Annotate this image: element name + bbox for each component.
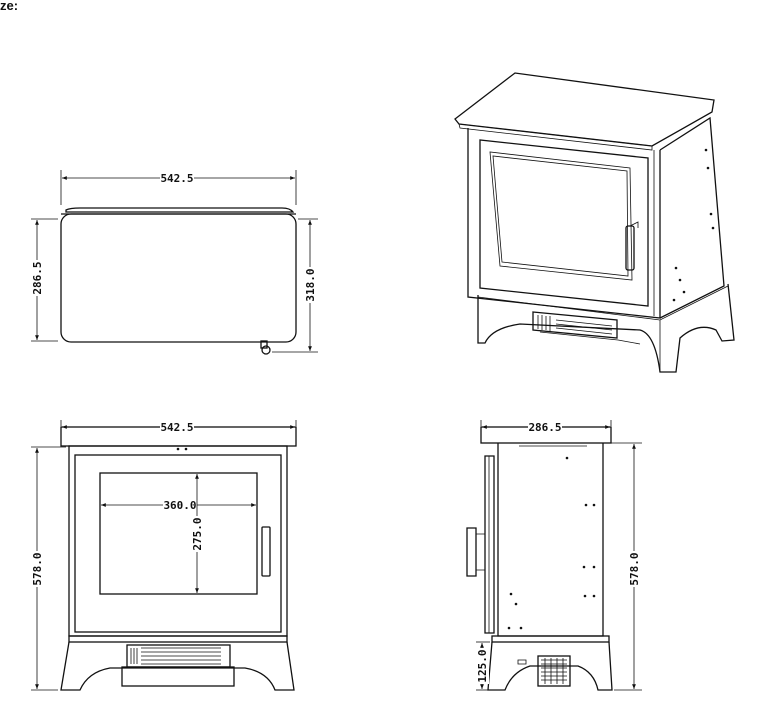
front-window bbox=[99, 472, 258, 595]
side-base-band bbox=[491, 635, 610, 643]
isometric-view bbox=[454, 72, 735, 373]
iso-top-slab bbox=[454, 72, 715, 147]
dim-front-window-width: 360.0 bbox=[163, 499, 196, 512]
iso-side-face bbox=[659, 116, 725, 319]
side-view: 286.5 578.0 125.0 bbox=[466, 420, 642, 691]
side-body bbox=[497, 443, 604, 637]
dim-side-height: 578.0 bbox=[628, 552, 641, 585]
top-view-body bbox=[60, 213, 297, 343]
top-view-knob-stem bbox=[260, 340, 268, 349]
front-base-legs bbox=[60, 641, 295, 691]
front-base-band bbox=[68, 635, 288, 643]
dim-front-window-height: 275.0 bbox=[191, 517, 204, 550]
side-base-legs bbox=[487, 641, 613, 691]
top-view: 542.5 286.5 318.0 bbox=[30, 170, 318, 355]
side-fan-box bbox=[537, 655, 571, 687]
iso-heater-grille bbox=[532, 311, 618, 339]
front-door bbox=[74, 454, 282, 633]
front-view: 360.0 275.0 542.5 578.0 bbox=[30, 420, 297, 691]
side-door-profile bbox=[484, 455, 495, 634]
dim-side-leg-height: 125.0 bbox=[476, 649, 489, 682]
iso-window bbox=[489, 151, 633, 281]
dim-top-overall-depth: 318.0 bbox=[304, 268, 317, 301]
iso-base bbox=[477, 283, 735, 373]
top-view-knob bbox=[261, 345, 271, 355]
dim-top-depth: 286.5 bbox=[31, 261, 44, 294]
front-drawer bbox=[121, 666, 235, 687]
caption-label: ze: bbox=[0, 0, 19, 13]
dim-front-width: 542.5 bbox=[160, 421, 193, 434]
dim-side-depth: 286.5 bbox=[528, 421, 561, 434]
side-handle bbox=[466, 527, 477, 577]
dim-front-height: 578.0 bbox=[31, 552, 44, 585]
dim-top-width: 542.5 bbox=[160, 172, 193, 185]
top-view-lip bbox=[65, 207, 295, 213]
front-body bbox=[68, 445, 288, 637]
front-handle bbox=[261, 526, 271, 577]
iso-door bbox=[479, 139, 649, 307]
